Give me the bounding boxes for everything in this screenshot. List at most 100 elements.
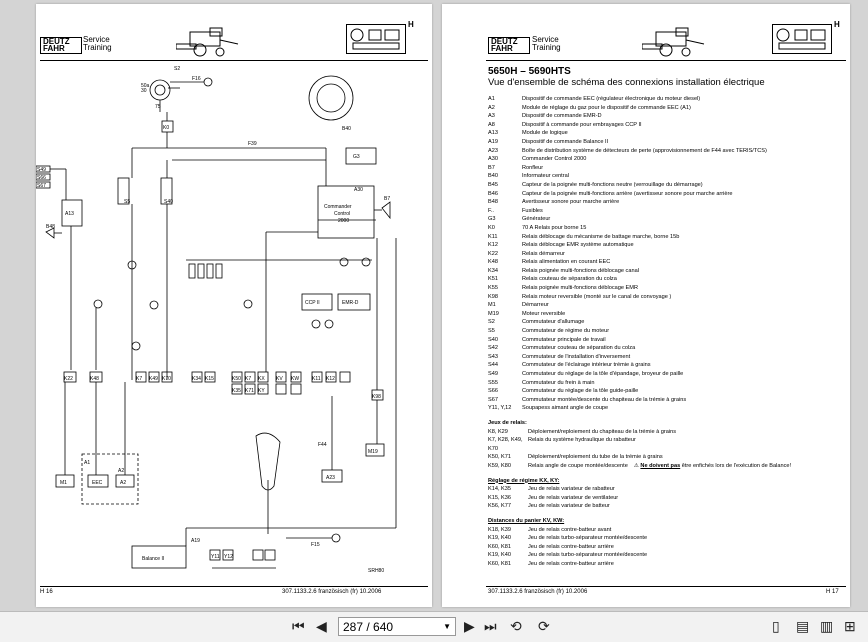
continuous-page-icon[interactable]: ▤ <box>796 618 810 634</box>
svg-text:K11: K11 <box>312 376 321 382</box>
page-title: Vue d'ensemble de schéma des connexions … <box>488 77 765 88</box>
legend-section-title: Réglage de régime KX, KY: <box>488 477 560 484</box>
svg-text:S5: S5 <box>124 199 130 205</box>
prev-page-icon[interactable]: ◀ <box>316 618 327 634</box>
svg-text:A1: A1 <box>84 460 90 466</box>
footer-page-number: H 17 <box>826 589 839 595</box>
svg-text:M19: M19 <box>368 449 378 455</box>
legend-section-title: Jeux de relais: <box>488 419 527 426</box>
svg-text:K35: K35 <box>232 388 241 394</box>
svg-text:Y12: Y12 <box>224 554 233 560</box>
last-page-icon[interactable]: ⏭ <box>484 618 497 634</box>
fit-width-icon[interactable]: ⊞ <box>844 618 856 634</box>
next-page-icon[interactable]: ▶ <box>464 618 475 634</box>
svg-text:KY: KY <box>258 388 265 394</box>
svg-text:Y11: Y11 <box>211 554 220 560</box>
svg-text:S40: S40 <box>164 199 173 205</box>
svg-text:Balance II: Balance II <box>142 556 164 562</box>
svg-text:F16: F16 <box>192 76 201 82</box>
svg-text:S2: S2 <box>174 66 180 72</box>
svg-text:S66: S66 <box>37 175 46 181</box>
combine-harvester-icon <box>176 27 239 57</box>
svg-text:F39: F39 <box>248 141 257 147</box>
svg-text:S49: S49 <box>37 167 46 173</box>
footer-page-number: H 16 <box>40 589 53 595</box>
two-page-icon[interactable]: ▥ <box>820 618 834 634</box>
section-letter: H <box>408 20 414 29</box>
svg-text:K71: K71 <box>245 388 254 394</box>
svg-text:A13: A13 <box>65 211 74 217</box>
svg-text:50a: 50a <box>141 83 150 89</box>
section-icon-box <box>772 24 832 54</box>
svg-text:K70: K70 <box>162 376 171 382</box>
svg-text:A23: A23 <box>326 475 335 481</box>
svg-text:K0: K0 <box>163 125 169 131</box>
section-icon-box <box>346 24 406 54</box>
svg-text:K48: K48 <box>90 376 99 382</box>
single-page-icon[interactable]: ▯ <box>772 618 780 634</box>
footer-doc-ref: 307.1133.2.6 französisch (fr) 10.2006 <box>488 589 588 595</box>
svg-text:S67: S67 <box>37 183 46 189</box>
svg-text:K49: K49 <box>149 376 158 382</box>
rotate-right-icon[interactable]: ⟳ <box>538 618 550 634</box>
svg-text:75: 75 <box>155 104 161 110</box>
svg-text:K50: K50 <box>232 376 241 382</box>
svg-text:B7: B7 <box>384 196 390 202</box>
legend-row: F..Fusibles <box>488 207 543 214</box>
svg-text:SRH80: SRH80 <box>368 568 384 574</box>
svg-text:A30: A30 <box>354 187 363 193</box>
first-page-icon[interactable]: ⏮ <box>292 618 305 634</box>
page-number-input[interactable]: 287 / 640▼ <box>338 617 456 636</box>
svg-text:K22: K22 <box>64 376 73 382</box>
svg-text:B40: B40 <box>342 126 351 132</box>
rotate-left-icon[interactable]: ⟲ <box>510 618 522 634</box>
section-letter: H <box>834 20 840 29</box>
svg-text:K7: K7 <box>245 376 251 382</box>
warning-icon: ⚠ <box>633 462 639 469</box>
svg-text:30: 30 <box>141 88 147 94</box>
svg-text:EEC: EEC <box>92 480 103 486</box>
chevron-down-icon[interactable]: ▼ <box>443 622 451 631</box>
combine-harvester-icon <box>642 27 705 57</box>
svg-text:KX: KX <box>258 376 265 382</box>
svg-text:K12: K12 <box>326 376 335 382</box>
svg-text:F44: F44 <box>318 442 327 448</box>
